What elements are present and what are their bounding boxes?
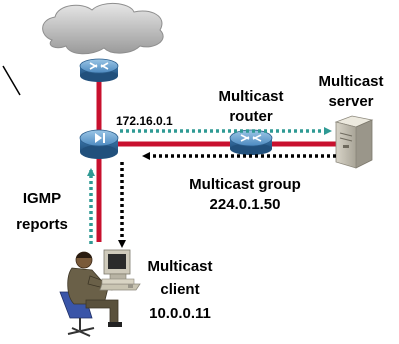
server-icon [334,115,374,169]
user-workstation-icon [59,249,141,337]
top-router-icon [79,58,119,82]
igmp-reports-label-line2: reports [16,216,68,233]
igmp-reports-label-line1: IGMP [23,190,61,207]
router-ip-label: 172.16.0.1 [116,114,173,128]
multicast-group-label-line1: Multicast group [189,176,301,193]
multicast-router-icon [229,129,273,155]
multicast-router-label-line1: Multicast [218,88,283,105]
multicast-server-label-line2: server [328,93,373,110]
multicast-client-label-line3: 10.0.0.11 [149,305,211,322]
multicast-group-label-line2: 224.0.1.50 [210,196,281,213]
cloud-connector-line [2,65,21,96]
network-cloud-icon [42,3,164,55]
multicast-client-label-line2: client [160,281,199,298]
multicast-client-label-line1: Multicast [147,258,212,275]
multicast-server-label-line1: Multicast [318,73,383,90]
multicast-router-label-line2: router [229,108,273,125]
multilayer-switch-icon [79,129,119,159]
